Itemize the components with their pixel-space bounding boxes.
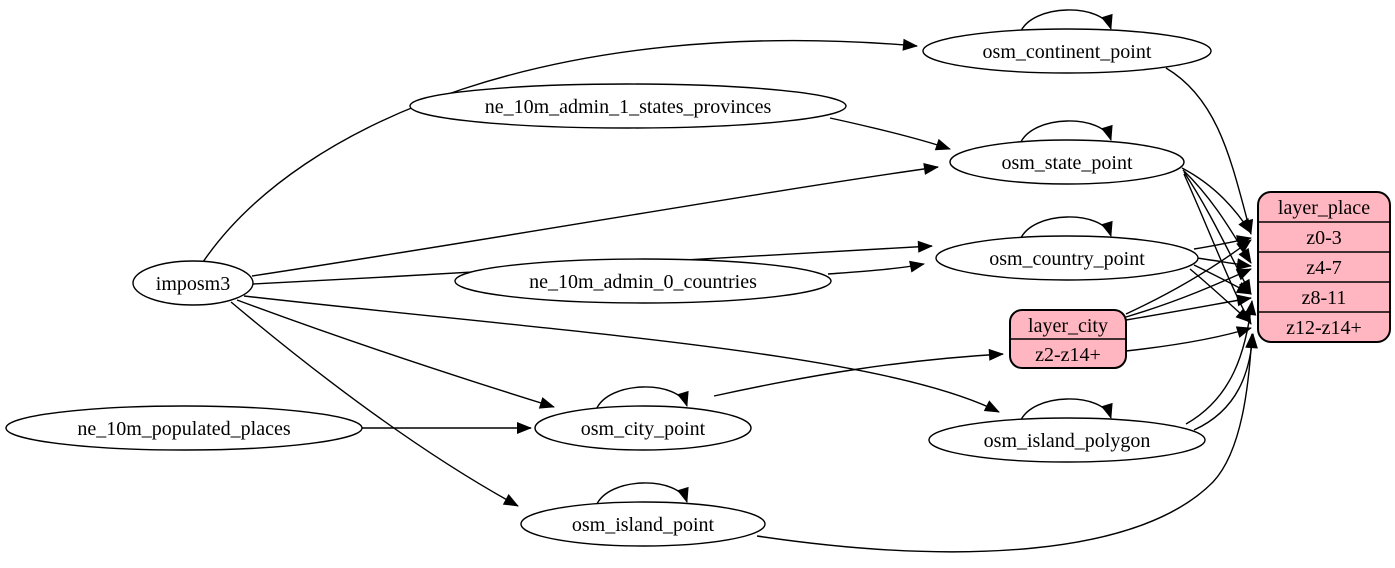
edge-osm_state_point-to-layer_place-z0-3 [1181,167,1252,234]
record-title-layer_place: layer_place [1278,197,1370,219]
node-label-ne_10m_populated_places: ne_10m_populated_places [77,418,290,440]
node-label-osm_city_point: osm_city_point [581,418,706,440]
edge-group [202,9,1258,553]
edge-self-loop-osm_state_point [1019,120,1113,145]
edge-layer_city-to-layer_place-z12-z14 [1125,326,1252,352]
node-ellipse [409,83,847,129]
edge-self-loop-osm_island_point [595,482,689,507]
node-osm_state_point: osm_state_point [949,139,1185,185]
edge-ne_10m_admin_0_countries-to-osm_country_point [827,260,925,275]
record-row-layer_place-z8-11: z8-11 [1302,287,1347,309]
node-ellipse [935,235,1199,281]
node-ellipse [454,258,832,304]
edge-layer_city-to-layer_place-z8-11 [1125,294,1252,321]
node-label-ne_10m_admin_0_countries: ne_10m_admin_0_countries [529,271,757,293]
edge-osm_island_polygon-to-layer_place-z12-z14 [1193,333,1258,431]
edge-self-loop-osm_city_point [595,386,689,411]
node-ellipse [534,405,752,451]
edge-osm_continent_point-to-layer_place-z0-3 [1165,67,1254,235]
node-label-osm_state_point: osm_state_point [1001,152,1133,174]
node-label-osm_island_polygon: osm_island_polygon [984,430,1151,452]
record-row-layer_place-z0-3: z0-3 [1306,227,1342,249]
record-row-layer_place-z12-z14: z12-z14+ [1286,317,1362,339]
edge-imposm3-to-osm_island_point [230,301,519,507]
edge-self-loop-osm_island_polygon [1019,398,1113,423]
edge-osm_state_point-to-layer_place-z4-7 [1182,169,1252,264]
node-imposm3: imposm3 [132,260,254,306]
edge-osm_island_point-to-layer_place-z12-z14 [756,333,1258,553]
node-ellipse [132,260,254,306]
node-ne_10m_admin_0_countries: ne_10m_admin_0_countries [454,258,832,304]
edge-osm_country_point-to-layer_place-z4-7 [1196,257,1252,271]
node-ellipse [520,501,766,547]
node-ne_10m_admin_1_states_provinces: ne_10m_admin_1_states_provinces [409,83,847,129]
record-row-layer_place-z4-7: z4-7 [1306,257,1342,279]
node-ellipse [922,28,1212,74]
edge-self-loop-osm_continent_point [1019,9,1113,34]
node-osm_city_point: osm_city_point [534,405,752,451]
edge-osm_island_polygon-to-layer_place-z8-11 [1185,300,1257,425]
edge-layer_city-to-layer_place-z4-7 [1125,268,1252,318]
node-label-osm_island_point: osm_island_point [572,514,715,536]
node-ellipse [5,405,363,451]
record-row-layer_city-z2-z14: z2-z14+ [1035,344,1101,366]
edge-osm_country_point-to-layer_place-z0-3 [1193,235,1252,250]
node-osm_country_point: osm_country_point [935,235,1199,281]
record-layer_place: layer_place z0-3 z4-7 z8-11 z12-z14+ [1257,191,1391,343]
edge-imposm3-to-osm_island_polygon [243,295,1000,413]
edge-osm_city_point-to-layer_city-z2-z14 [713,348,1004,397]
edge-osm_country_point-to-layer_place-z12-z14 [1189,268,1251,323]
node-label-imposm3: imposm3 [156,273,230,295]
edge-layer_city-to-layer_place-z0-3 [1125,239,1252,315]
edge-imposm3-to-osm_city_point [236,299,555,409]
node-osm_island_polygon: osm_island_polygon [928,417,1206,463]
edge-ne_10m_admin_1_states_provinces-to-osm_state_point [829,117,951,151]
edge-osm_state_point-to-layer_place-z8-11 [1183,171,1252,295]
node-ellipse [949,139,1185,185]
record-layer_city: layer_city z2-z14+ [1009,309,1127,369]
record-shape [1257,191,1391,343]
node-osm_continent_point: osm_continent_point [922,28,1212,74]
node-ellipse [928,417,1206,463]
node-osm_island_point: osm_island_point [520,501,766,547]
edge-self-loop-osm_country_point [1019,216,1113,241]
node-label-osm_country_point: osm_country_point [989,248,1145,270]
record-title-layer_city: layer_city [1028,315,1108,337]
node-label-ne_10m_admin_1_states_provinces: ne_10m_admin_1_states_provinces [485,96,772,118]
edge-imposm3-to-osm_state_point [251,163,939,277]
node-ne_10m_populated_places: ne_10m_populated_places [5,405,363,451]
node-label-osm_continent_point: osm_continent_point [983,41,1152,63]
edge-imposm3-to-osm_continent_point [202,38,918,263]
